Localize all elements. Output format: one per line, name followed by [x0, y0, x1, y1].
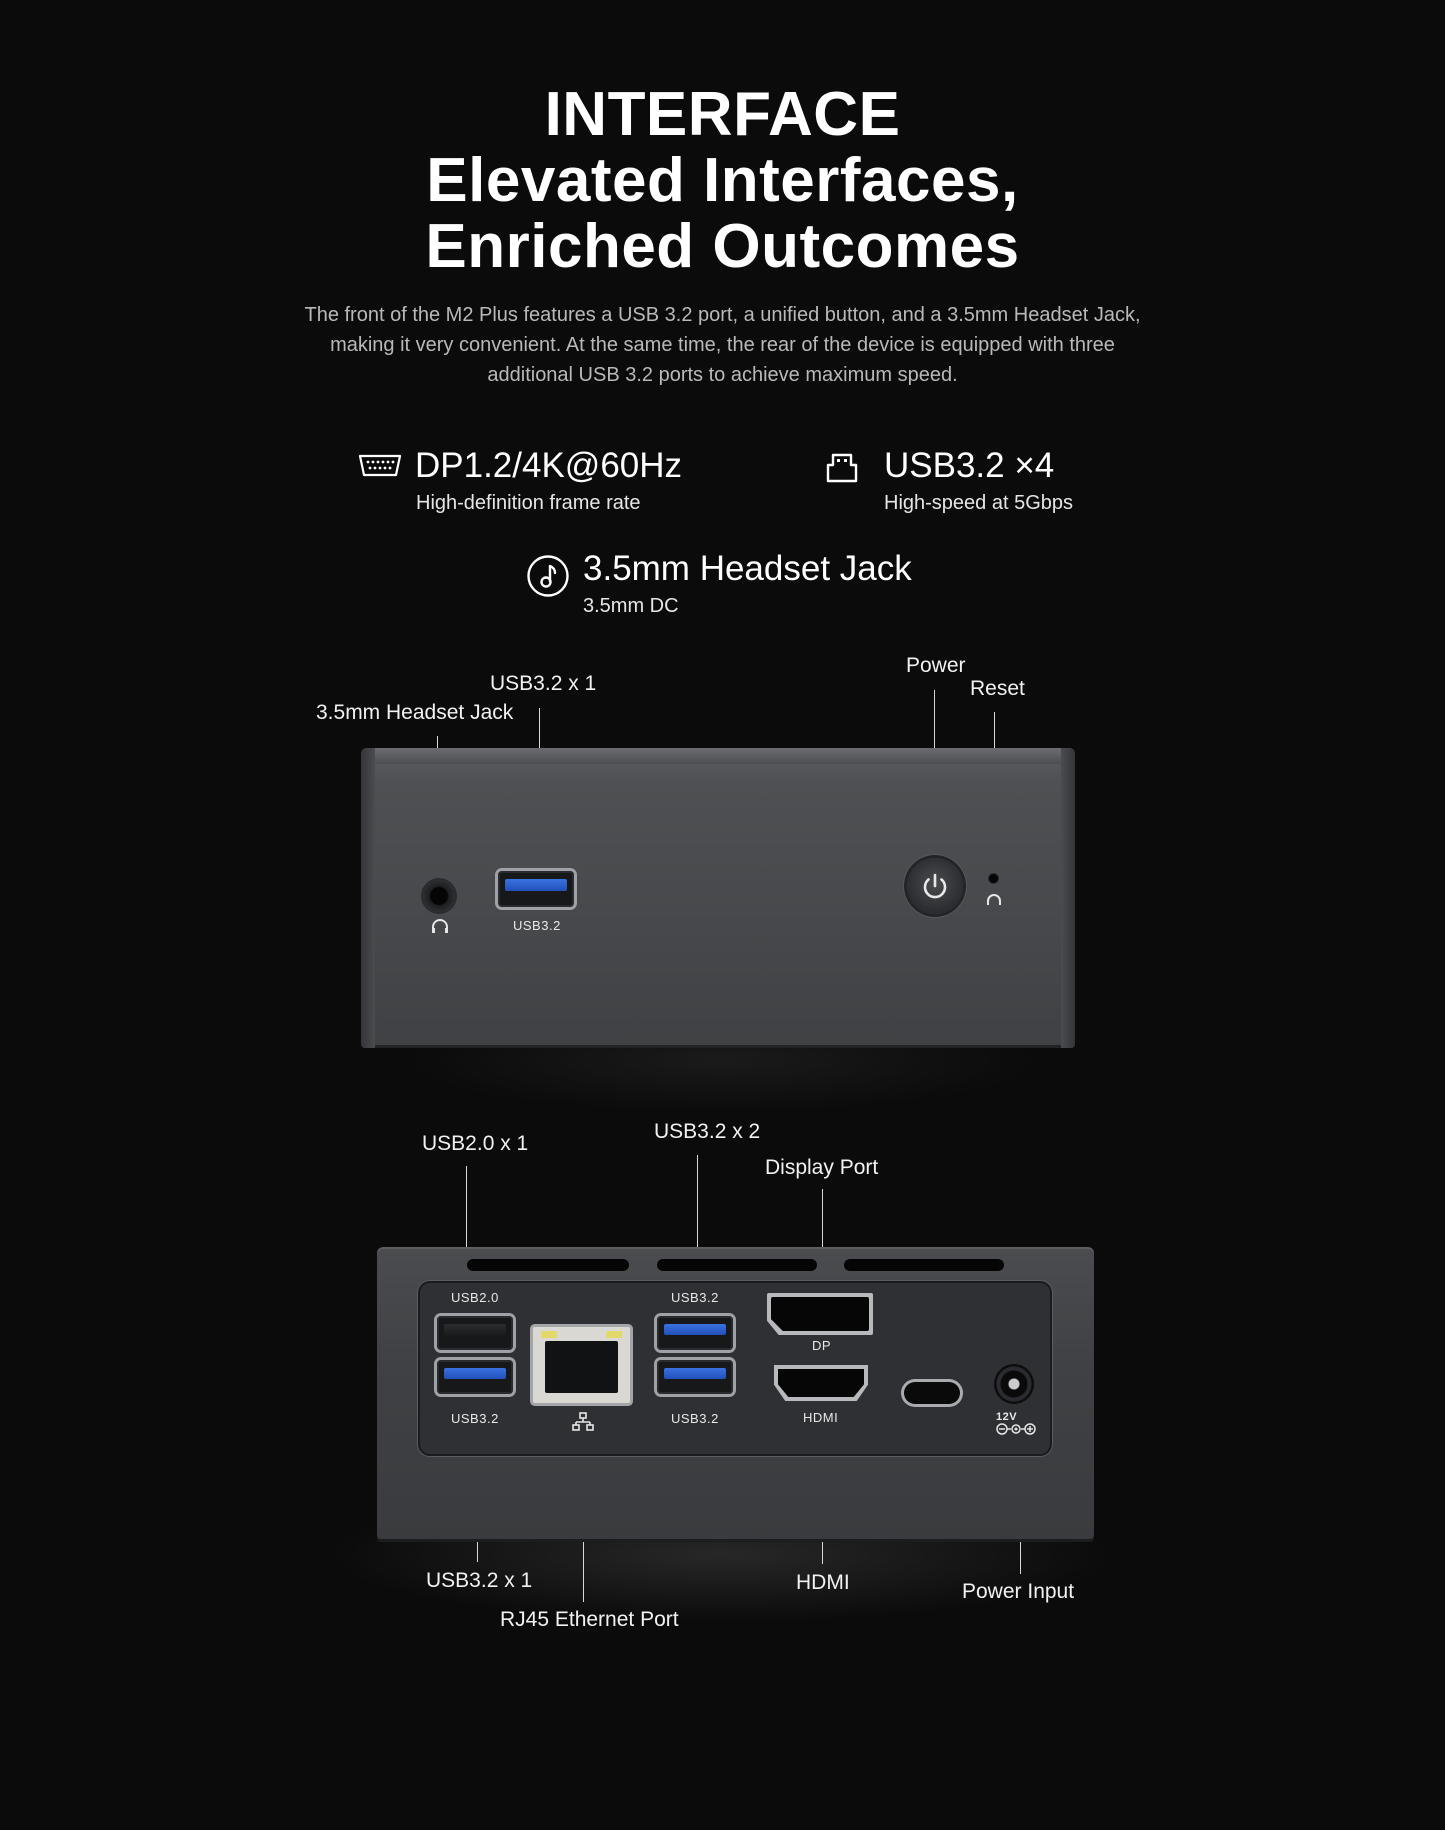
- network-icon: [572, 1412, 594, 1437]
- usb32-left-insert: [444, 1368, 506, 1379]
- heading-line-3: Enriched Outcomes: [425, 212, 1020, 281]
- rj45-led-left: [541, 1331, 557, 1338]
- rj45-port[interactable]: [533, 1327, 630, 1403]
- feature-dp-subtitle: High-definition frame rate: [416, 492, 641, 514]
- callout-rear-rj45: RJ45 Ethernet Port: [500, 1608, 679, 1631]
- usb-blue-insert: [505, 879, 567, 891]
- usb32-mid-bottom-label: USB3.2: [671, 1411, 719, 1426]
- callout-front-reset: Reset: [970, 677, 1025, 700]
- dp-label: DP: [812, 1338, 832, 1353]
- front-right-edge: [1061, 748, 1075, 1048]
- callout-rear-usb32-pair: USB3.2 x 2: [654, 1120, 761, 1143]
- leader-line-usb32-pair: [697, 1155, 698, 1294]
- usb-icon: [825, 451, 859, 490]
- callout-rear-hdmi: HDMI: [796, 1571, 850, 1594]
- callout-rear-usb20: USB2.0 x 1: [422, 1132, 529, 1155]
- usb32-mid-top-port[interactable]: [657, 1316, 733, 1350]
- callout-front-power: Power: [906, 654, 966, 677]
- vent-slot-middle: [657, 1259, 817, 1271]
- front-left-edge: [361, 748, 375, 1048]
- front-usb-label: USB3.2: [513, 918, 561, 933]
- dc-power-jack[interactable]: [994, 1364, 1034, 1404]
- headphone-note-icon: [526, 554, 570, 603]
- hdmi-label: HDMI: [803, 1410, 839, 1425]
- device-front-panel: [361, 748, 1075, 1048]
- reset-button[interactable]: [989, 874, 998, 883]
- dp-port[interactable]: [771, 1297, 869, 1331]
- rj45-led-right: [606, 1331, 622, 1338]
- usb20-port[interactable]: [437, 1316, 513, 1350]
- rear-io-panel: [418, 1281, 1052, 1456]
- hdmi-port[interactable]: [778, 1369, 864, 1397]
- dc-polarity-icon: [995, 1422, 1037, 1441]
- front-top-edge: [361, 748, 1075, 764]
- callout-rear-power-input: Power Input: [962, 1580, 1075, 1603]
- dc-voltage-label: 12V: [996, 1411, 1018, 1423]
- feature-audio-subtitle: 3.5mm DC: [583, 595, 679, 617]
- callout-rear-usb32-single: USB3.2 x 1: [426, 1569, 533, 1592]
- leader-line-display-port: [822, 1189, 823, 1295]
- callout-rear-display-port: Display Port: [765, 1156, 879, 1179]
- usb32-mid-top-label: USB3.2: [671, 1290, 719, 1305]
- reset-icon: [985, 893, 1003, 912]
- rj45-socket: [545, 1341, 618, 1393]
- headset-jack[interactable]: [423, 880, 455, 912]
- power-button[interactable]: [907, 858, 963, 914]
- vent-slot-right: [844, 1259, 1004, 1271]
- callout-front-headset: 3.5mm Headset Jack: [316, 701, 514, 724]
- usb20-label: USB2.0: [451, 1290, 499, 1305]
- heading-line-2: Elevated Interfaces,: [426, 146, 1019, 215]
- heading-interface: INTERFACE: [544, 80, 901, 149]
- leader-line-usb20: [466, 1166, 467, 1294]
- description: The front of the M2 Plus features a USB …: [304, 304, 1141, 386]
- usb32-left-port[interactable]: [437, 1360, 513, 1394]
- usb32-mid-top-insert: [664, 1324, 726, 1335]
- power-icon: [923, 873, 947, 899]
- displayport-icon: [357, 453, 403, 484]
- feature-dp-title: DP1.2/4K@60Hz: [415, 446, 683, 485]
- usb32-mid-bottom-port[interactable]: [657, 1360, 733, 1394]
- feature-audio-title: 3.5mm Headset Jack: [583, 549, 912, 588]
- feature-usb-title: USB3.2 ×4: [884, 446, 1055, 485]
- vent-slot-left: [467, 1259, 629, 1271]
- callout-front-usb: USB3.2 x 1: [490, 672, 597, 695]
- feature-usb-subtitle: High-speed at 5Gbps: [884, 492, 1074, 514]
- type-c-port[interactable]: [904, 1382, 960, 1404]
- headphone-icon: [430, 918, 450, 939]
- usb32-left-label: USB3.2: [451, 1411, 499, 1426]
- usb32-mid-bottom-insert: [664, 1368, 726, 1379]
- front-usb-port[interactable]: [498, 871, 574, 907]
- usb20-insert: [444, 1324, 506, 1335]
